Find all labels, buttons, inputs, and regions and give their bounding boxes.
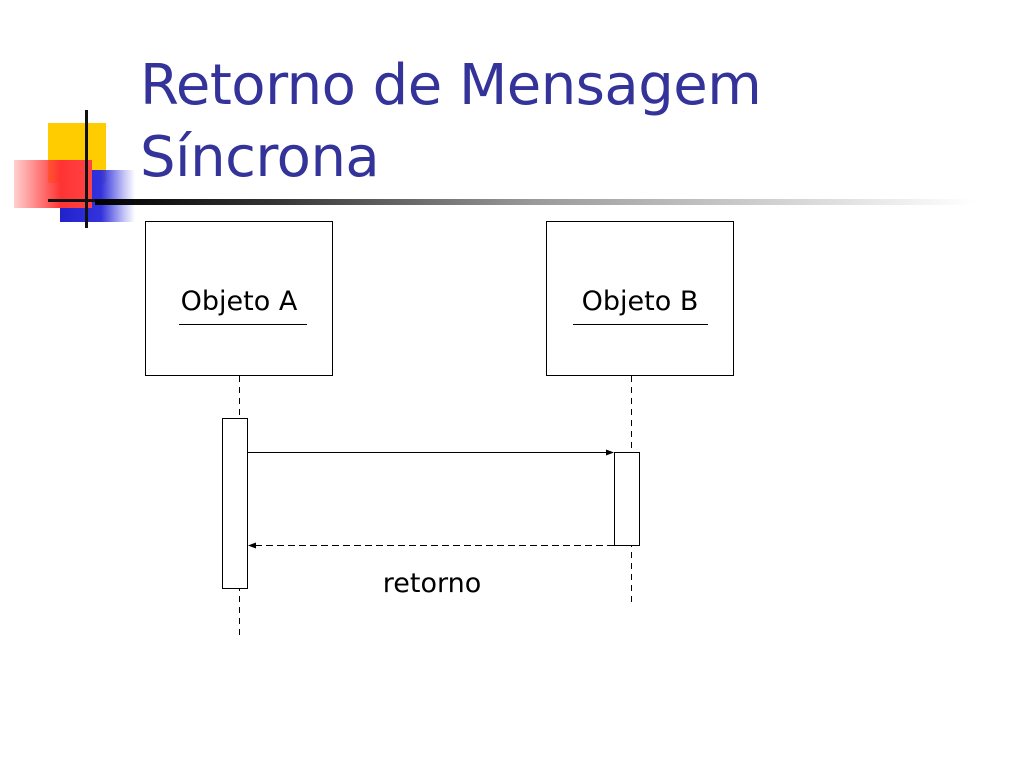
decor-vertical-line <box>85 110 88 228</box>
object-a-box <box>145 221 333 376</box>
slide-title: Retorno de Mensagem Síncrona <box>140 50 1000 194</box>
object-b-box <box>546 221 734 376</box>
decor-horizontal-line <box>48 199 108 202</box>
object-b-label: Objeto B <box>582 286 699 317</box>
object-b-activation-bar <box>614 452 640 546</box>
title-underline-gradient <box>95 199 975 205</box>
slide-title-line-2: Síncrona <box>140 125 380 190</box>
object-a-activation-bar <box>222 418 248 589</box>
object-a-label: Objeto A <box>181 286 298 317</box>
return-message-label: retorno <box>383 568 481 599</box>
slide-title-line-1: Retorno de Mensagem <box>140 53 762 118</box>
